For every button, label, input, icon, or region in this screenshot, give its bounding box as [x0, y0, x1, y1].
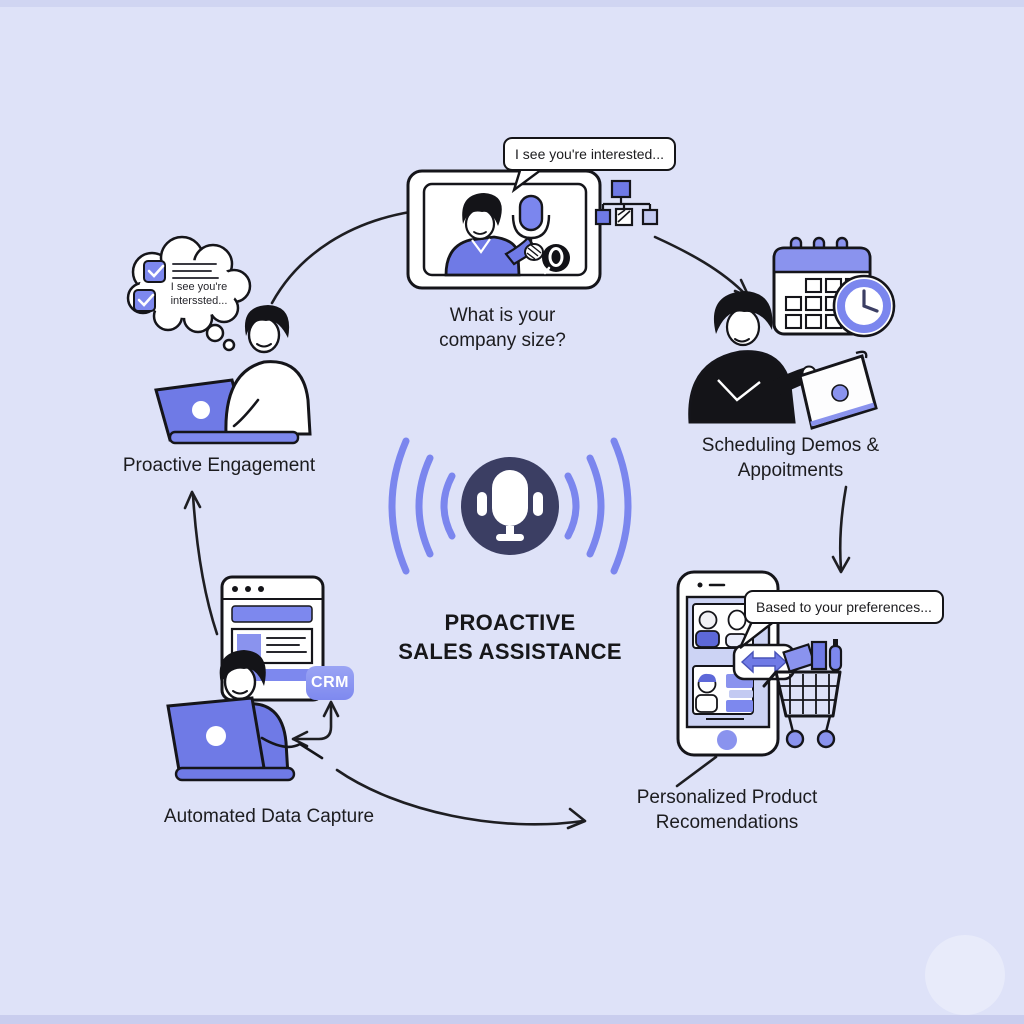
sound-waves-icon [388, 437, 632, 575]
top-edge-band [0, 0, 1024, 7]
bottomleft-node-caption: Automated Data Capture [163, 806, 375, 827]
arrow-left-to-top [270, 210, 412, 305]
shopping-cart-icon [762, 639, 843, 749]
phone-pointer-line [675, 755, 718, 788]
bottomleft-person-with-laptop [166, 650, 324, 782]
person-arm [260, 736, 324, 760]
thought-trail-circle [205, 323, 225, 343]
smartphone-icon [676, 570, 780, 757]
left-node-caption: Proactive Engagement [122, 455, 316, 476]
top-speech-bubble-text: I see you're interested... [515, 146, 664, 162]
arrow-bottomleft-to-bottomright [335, 768, 585, 826]
top-speech-bubble: I see you're interested... [503, 137, 676, 171]
crm-badge: CRM [306, 666, 354, 700]
checkbox-list-icon [133, 260, 219, 312]
watermark-circle [925, 935, 1005, 1015]
center-title: PROACTIVE SALES ASSISTANCE [398, 610, 622, 664]
laptop-base [174, 766, 296, 782]
home-button [717, 730, 737, 750]
left-person-with-laptop [154, 305, 312, 445]
right-node-caption: Scheduling Demos & Appoitments [701, 435, 880, 481]
person-arm [770, 367, 811, 395]
bottomright-speech-bubble: Based to your preferences... [744, 590, 944, 624]
microphone-icon [461, 457, 559, 555]
arrow-bottomleft-to-left [191, 493, 219, 636]
person-hair [713, 291, 773, 334]
video-call-frame [406, 169, 602, 290]
handheld-microphone-icon [511, 194, 551, 261]
bottom-edge-band [0, 1015, 1024, 1024]
bottomright-speech-bubble-text: Based to your preferences... [756, 599, 932, 615]
thought-trail-circle [222, 338, 236, 352]
clock-icon [832, 274, 896, 338]
elbow-double-arrow [291, 700, 340, 748]
laptop-base [168, 430, 300, 445]
video-chat-contacts [692, 603, 754, 715]
person-hair [462, 193, 502, 226]
right-person-with-laptop [688, 291, 878, 430]
browser-window-icon [220, 575, 325, 702]
arrow-right-to-bottomright [838, 485, 848, 571]
org-chart-icon [594, 179, 659, 227]
swap-arrows-chip [732, 643, 796, 681]
person-arm [232, 398, 260, 428]
person-torso [224, 360, 312, 436]
top-node-caption: What is your company size? [439, 305, 566, 351]
bottomright-node-caption: Personalized Product Recomendations [636, 787, 818, 833]
arrow-top-to-right [653, 235, 748, 297]
person-face [725, 307, 761, 347]
record-badge-icon [542, 244, 570, 275]
person-hair [244, 305, 290, 338]
thought-bubble-text: I see you're interssted... [170, 281, 228, 307]
person-hair [219, 650, 266, 686]
